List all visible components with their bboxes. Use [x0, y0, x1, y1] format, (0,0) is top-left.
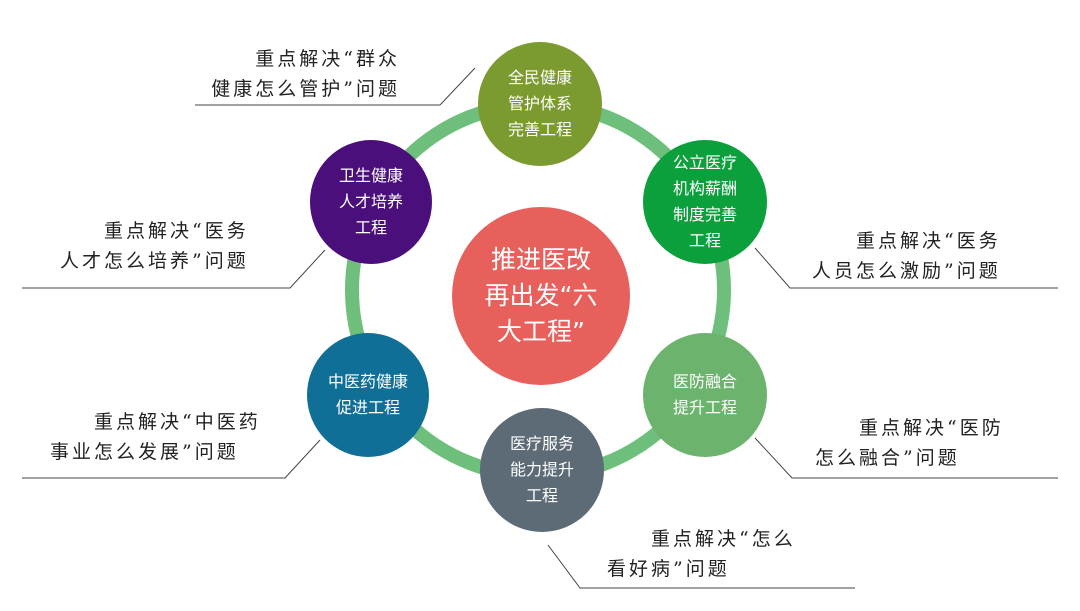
node-medical-service: 医疗服务 能力提升 工程 [480, 408, 604, 532]
callout-treatment: 重点解决“怎么 看好病”问题 [607, 528, 796, 580]
leader-line-3 [754, 437, 1058, 479]
node-prevention-integration: 医防融合 提升工程 [643, 333, 767, 457]
leader-line-2 [754, 247, 1058, 289]
leader-line-5 [22, 439, 321, 479]
callout-talent: 重点解决“医务 人才怎么培养”问题 [60, 220, 249, 272]
callout-health-management: 重点解决“群众 健康怎么管护”问题 [211, 48, 400, 100]
callout-integration: 重点解决“医防 怎么融合”问题 [815, 417, 1004, 469]
leader-line-4 [547, 544, 855, 589]
node-tcm-promotion: 中医药健康 促进工程 [307, 333, 429, 457]
leader-line-6 [22, 249, 326, 289]
callout-tcm: 重点解决“中医药 事业怎么发展”问题 [50, 411, 261, 463]
center-node: 推进医改 再出发“六 大工程” [452, 207, 630, 385]
node-health-management: 全民健康 管护体系 完善工程 [478, 42, 602, 166]
leader-line-1 [195, 67, 476, 106]
node-salary-reform: 公立医疗 机构薪酬 制度完善 工程 [643, 140, 767, 264]
node-talent-training: 卫生健康 人才培养 工程 [310, 140, 432, 264]
callout-incentive: 重点解决“医务 人员怎么激励”问题 [812, 230, 1001, 282]
